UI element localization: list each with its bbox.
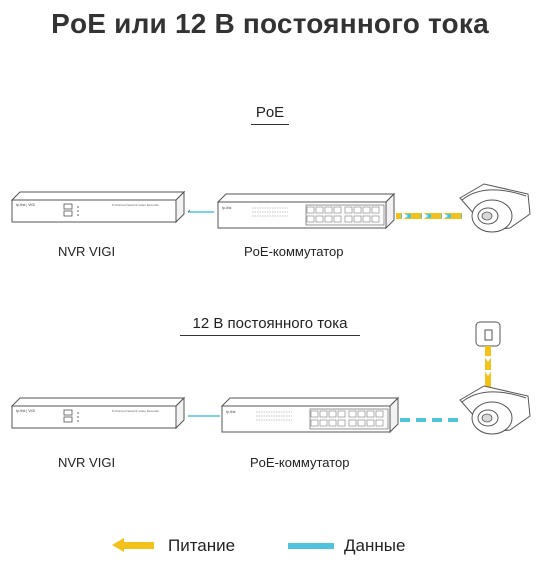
legend-power-swatch: [112, 538, 154, 552]
legend-data-label: Данные: [344, 536, 406, 555]
power-socket-icon: [475, 321, 501, 347]
arrow-icon: [484, 356, 492, 362]
nvr-to-switch-link-1: [187, 209, 214, 213]
poe-cable-1: [396, 212, 462, 220]
nvr-label-2: NVR VIGI: [58, 455, 116, 470]
legend-data-swatch: [288, 543, 334, 549]
section-poe-label: PoE: [255, 104, 285, 121]
section-poe-underline: [251, 124, 289, 125]
nvr-device-1: [11, 191, 185, 223]
switch-label-2: PoE-коммутатор: [250, 455, 350, 470]
switch-label-1: PoE-коммутатор: [244, 244, 344, 259]
legend-power-label: Питание: [168, 536, 236, 555]
arrow-icon: [402, 212, 408, 220]
page-title: PoE или 12 В постоянного тока: [51, 8, 489, 39]
camera-2: [459, 385, 531, 435]
camera-1: [459, 183, 531, 233]
poe-switch-1: [217, 193, 395, 229]
nvr-device-2: [11, 397, 185, 429]
section-dc-label: 12 В постоянного тока: [192, 315, 348, 332]
section-dc-underline: [180, 335, 360, 336]
arrow-icon: [442, 212, 448, 220]
poe-switch-2: [221, 397, 399, 433]
power-cable-2: [484, 346, 492, 388]
arrow-icon: [484, 370, 492, 376]
nvr-label-1: NVR VIGI: [58, 244, 116, 259]
arrow-icon: [422, 212, 428, 220]
